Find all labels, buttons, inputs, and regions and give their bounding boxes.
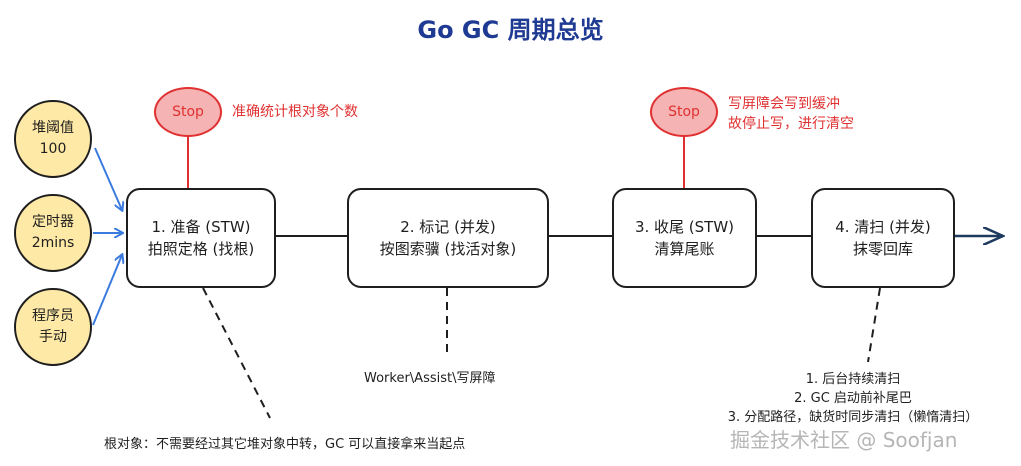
phase-subtitle: 拍照定格 (找根) — [147, 240, 255, 258]
phase-title: 2. 标记 (并发) — [400, 218, 496, 236]
phase-subtitle: 清算尾账 — [654, 240, 715, 258]
stop-note-line: 故停止写，进行清空 — [728, 116, 854, 132]
phase-mark: 2. 标记 (并发) 按图索骥 (找活对象) — [347, 188, 549, 288]
trigger-label: 程序员 — [32, 308, 74, 324]
sweep-step: 2. GC 启动前补尾巴 — [794, 391, 912, 406]
root-object-note: 根对象：不需要经过其它堆对象中转，GC 可以直接拿来当起点 — [104, 437, 466, 452]
phase-title: 1. 准备 (STW) — [151, 218, 251, 236]
trigger-value: 手动 — [39, 329, 67, 345]
dashed-link-sweep — [867, 287, 881, 363]
trigger-label: 定时器 — [32, 214, 74, 230]
stop-marker-prepare: Stop — [154, 87, 222, 137]
diagram-title: Go GC 周期总览 — [417, 16, 604, 44]
trigger-arrow-manual — [92, 255, 122, 326]
trigger-value: 100 — [39, 141, 67, 157]
stop-marker-finish: Stop — [650, 87, 718, 137]
sweep-steps-list: 1. 后台持续清扫 2. GC 启动前补尾巴 3. 分配路径，缺货时同步清扫（懒… — [680, 370, 1021, 427]
trigger-heap-threshold: 堆阈值 100 — [14, 100, 92, 178]
watermark: 掘金技术社区 @ Soofjan — [730, 428, 958, 452]
trigger-value: 2mins — [31, 235, 75, 251]
trigger-manual: 程序员 手动 — [14, 288, 92, 366]
phase-title: 4. 清扫 (并发) — [835, 218, 931, 236]
stop-note-prepare: 准确统计根对象个数 — [232, 102, 358, 122]
stop-note-finish: 写屏障会写到缓冲 故停止写，进行清空 — [728, 94, 854, 134]
phase-subtitle: 抹零回库 — [852, 240, 913, 258]
trigger-arrow-heap — [94, 147, 122, 210]
sweep-step: 3. 分配路径，缺货时同步清扫（懒惰清扫） — [727, 410, 979, 425]
sweep-step: 1. 后台持续清扫 — [805, 372, 901, 387]
trigger-timer: 定时器 2mins — [14, 194, 92, 272]
stop-note-line: 写屏障会写到缓冲 — [728, 96, 840, 112]
phase-prepare: 1. 准备 (STW) 拍照定格 (找根) — [126, 188, 276, 288]
dashed-link-root — [202, 287, 271, 419]
phase-finish: 3. 收尾 (STW) 清算尾账 — [612, 188, 757, 288]
trigger-label: 堆阈值 — [32, 120, 74, 136]
phase-sweep: 4. 清扫 (并发) 抹零回库 — [811, 188, 955, 288]
stop-note-line: 准确统计根对象个数 — [232, 104, 358, 120]
stop-label: Stop — [668, 104, 700, 120]
phase-subtitle: 按图索骥 (找活对象) — [379, 240, 517, 258]
stop-label: Stop — [172, 104, 204, 120]
mark-note: Worker\Assist\写屏障 — [364, 371, 496, 386]
phase-title: 3. 收尾 (STW) — [634, 218, 735, 236]
